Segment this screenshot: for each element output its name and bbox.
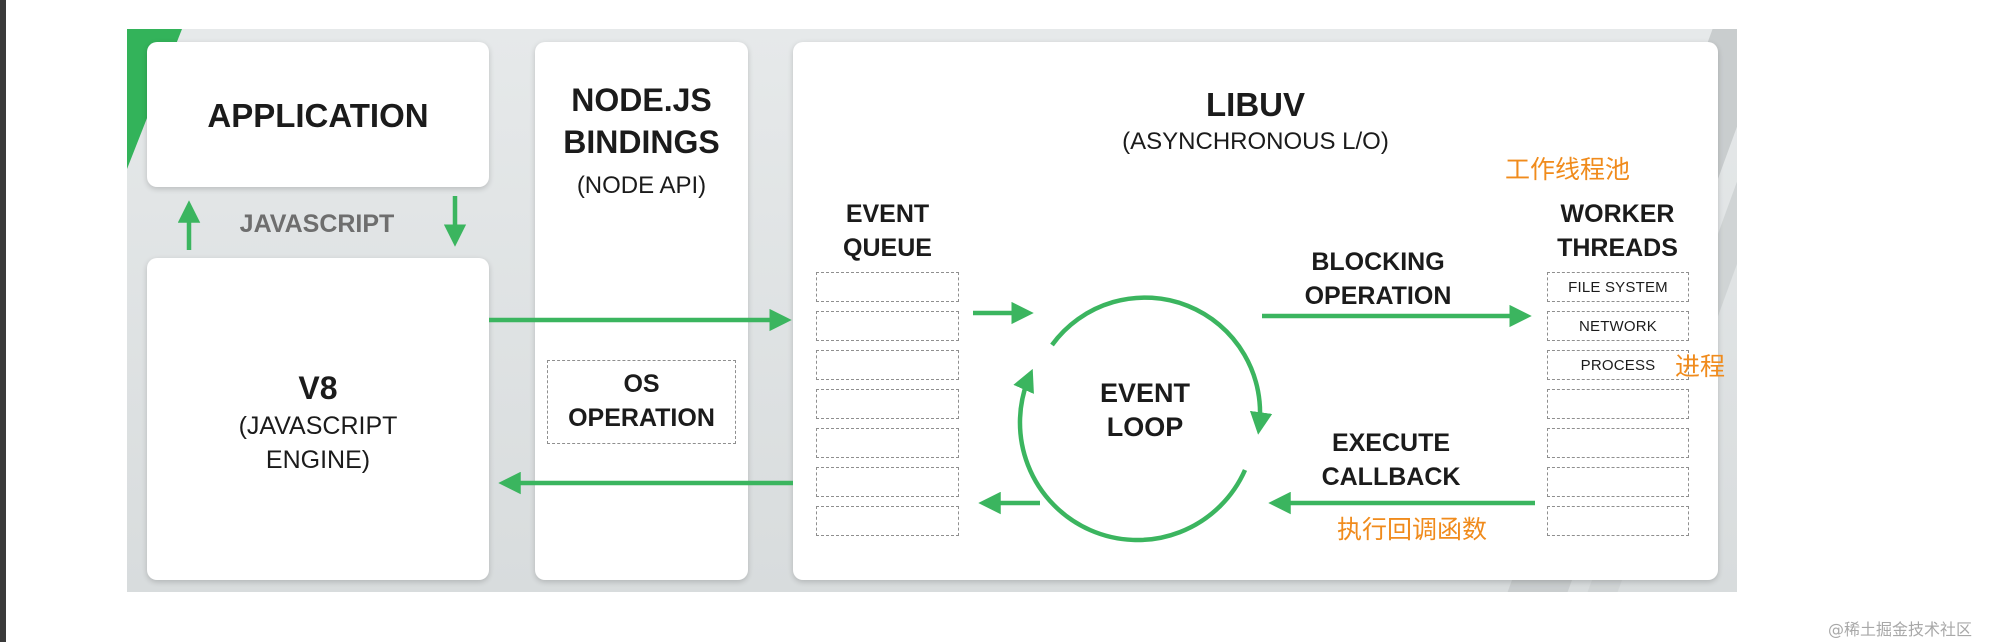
- worker-thread-slot: [1547, 311, 1689, 341]
- bindings-subtitle: (NODE API): [576, 172, 707, 199]
- event-queue-slot: [816, 311, 959, 341]
- event-loop-title-line2: LOOP: [1106, 412, 1184, 442]
- os-operation-line1: OS: [623, 370, 660, 398]
- worker-file-system: FILE SYSTEM: [1568, 279, 1668, 296]
- event-queue-slot: [816, 506, 959, 536]
- worker-thread-slot: [1547, 350, 1689, 380]
- bindings-title-line2: BINDINGS: [563, 124, 720, 160]
- event-queue-slot: [816, 467, 959, 497]
- execute-callback-line1: EXECUTE: [1331, 429, 1451, 457]
- worker-thread-slot: [1547, 506, 1689, 536]
- bindings-title-line1: NODE.JS: [571, 82, 712, 118]
- libuv-title: LIBUV: [1206, 86, 1305, 123]
- watermark: @稀土掘金技术社区: [1828, 620, 1973, 639]
- v8-subtitle-line1: (JAVASCRIPT: [238, 412, 398, 440]
- blocking-operation-line1: BLOCKING: [1311, 248, 1445, 276]
- annotation-process: 进程: [1675, 352, 1726, 381]
- application-box: APPLICATION: [147, 42, 489, 187]
- worker-process: PROCESS: [1580, 357, 1656, 374]
- event-queue-title-line2: QUEUE: [843, 234, 932, 262]
- v8-engine-box: V8 (JAVASCRIPT ENGINE): [147, 258, 489, 580]
- worker-threads-title-line1: WORKER: [1560, 200, 1675, 228]
- os-operation-box: [547, 360, 736, 444]
- nodejs-bindings-box: NODE.JS BINDINGS (NODE API): [535, 42, 748, 580]
- libuv-subtitle: (ASYNCHRONOUS L/O): [1122, 128, 1389, 155]
- event-queue-title-line1: EVENT: [845, 200, 930, 228]
- blocking-operation-line2: OPERATION: [1304, 282, 1452, 310]
- window-left-edge: [0, 0, 6, 642]
- worker-thread-slot: [1547, 389, 1689, 419]
- annotation-execute-callback: 执行回调函数: [1337, 515, 1488, 544]
- v8-subtitle-line2: ENGINE): [265, 446, 371, 474]
- execute-callback-line2: CALLBACK: [1321, 463, 1461, 491]
- worker-network: NETWORK: [1578, 318, 1658, 335]
- os-operation-line2: OPERATION: [568, 404, 715, 432]
- event-loop-title-line1: EVENT: [1099, 378, 1191, 408]
- annotation-thread-pool: 工作线程池: [1505, 155, 1631, 184]
- worker-thread-slot: [1547, 467, 1689, 497]
- worker-threads-title-line2: THREADS: [1557, 234, 1678, 262]
- event-queue-slot: [816, 272, 959, 302]
- javascript-label: JAVASCRIPT: [239, 210, 395, 238]
- event-queue-slot: [816, 428, 959, 458]
- worker-thread-slot: [1547, 272, 1689, 302]
- worker-thread-slot: [1547, 428, 1689, 458]
- event-queue-slot: [816, 350, 959, 380]
- event-queue-slot: [816, 389, 959, 419]
- v8-title: V8: [298, 370, 338, 406]
- application-title: APPLICATION: [207, 97, 429, 134]
